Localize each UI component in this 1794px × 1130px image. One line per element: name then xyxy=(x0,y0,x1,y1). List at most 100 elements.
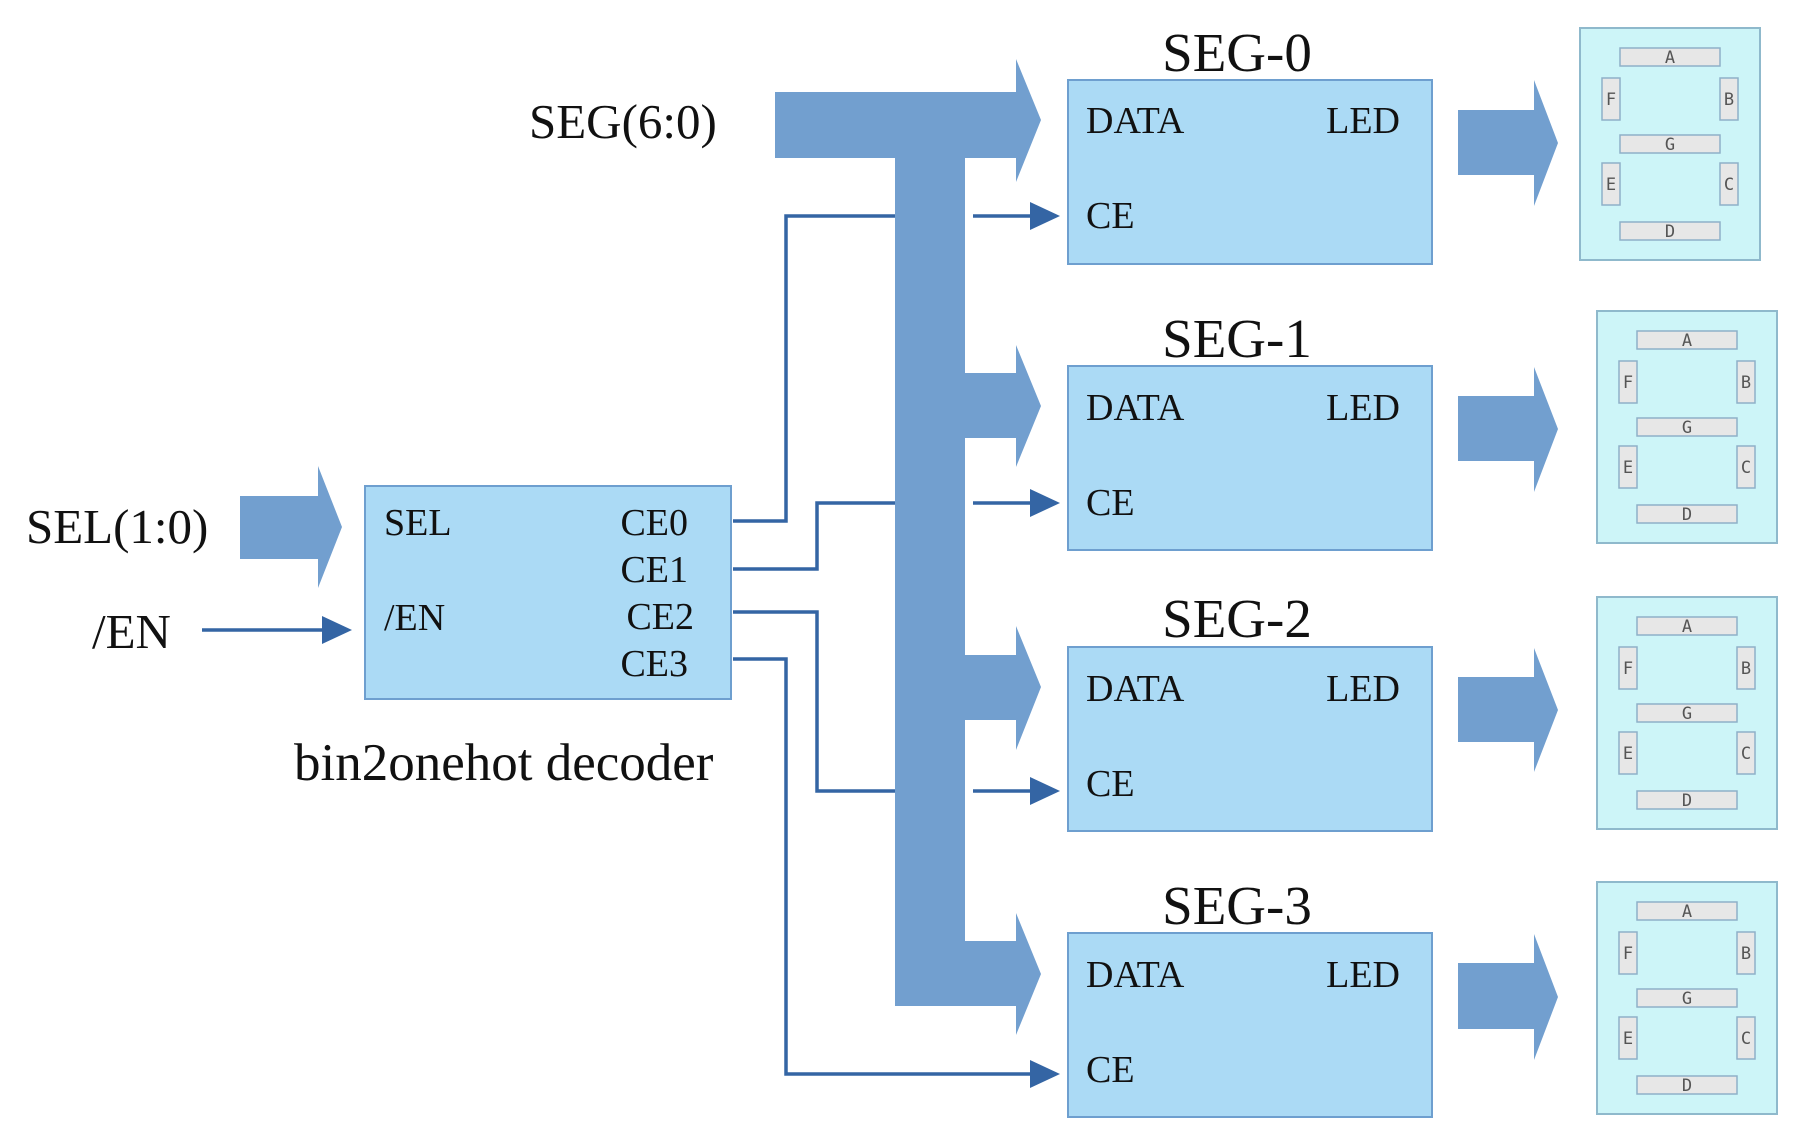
segment-title: SEG-0 xyxy=(1162,22,1312,83)
segment-label: A xyxy=(1682,902,1692,922)
segment-c xyxy=(1736,1016,1756,1060)
ce3-wire xyxy=(733,657,1036,1076)
segment-label: F xyxy=(1606,90,1616,110)
sel-bus-arrow xyxy=(240,466,342,588)
decoder-caption: bin2onehot decoder xyxy=(294,734,714,792)
segment-led-port: LED xyxy=(1326,668,1400,710)
segment-label: G xyxy=(1682,418,1692,438)
led-arrow-1 xyxy=(1458,367,1558,492)
seg-bus-main-arrow xyxy=(775,59,1041,182)
segment-e xyxy=(1618,731,1638,775)
segment-label: B xyxy=(1741,944,1751,964)
segment-d xyxy=(1636,1075,1738,1095)
seg-bus-branch-3 xyxy=(960,913,1041,1035)
segment-title: SEG-3 xyxy=(1162,875,1312,936)
segment-d xyxy=(1619,221,1721,241)
segment-label: D xyxy=(1665,222,1675,242)
enable-arrowhead xyxy=(322,616,352,644)
segment-ce-port: CE xyxy=(1086,482,1135,524)
decoder-block: SEL /EN CE0 CE1 CE2 CE3 xyxy=(364,485,732,700)
segment-e xyxy=(1618,445,1638,489)
segment-g xyxy=(1636,988,1738,1008)
segment-e xyxy=(1618,1016,1638,1060)
segment-g xyxy=(1636,417,1738,437)
segment-a xyxy=(1619,47,1721,67)
segment-data-port: DATA xyxy=(1086,387,1185,429)
seg-bus-trunk xyxy=(895,152,965,1006)
segment-ce-port: CE xyxy=(1086,1049,1135,1091)
segment-d xyxy=(1636,504,1738,524)
led-arrow-0 xyxy=(1458,80,1558,206)
seven-segment-display-0: A B C D E F G xyxy=(1579,27,1761,261)
segment-label: C xyxy=(1741,744,1751,764)
segment-label: F xyxy=(1623,944,1633,964)
segment-title: SEG-2 xyxy=(1162,588,1312,649)
segment-block-2: SEG-2 DATA LED CE xyxy=(1067,588,1433,832)
segment-e xyxy=(1601,162,1621,206)
segment-title: SEG-1 xyxy=(1162,308,1312,369)
decoder-sel-port: SEL xyxy=(384,502,452,544)
segment-data-port: DATA xyxy=(1086,954,1185,996)
decoder-ce1-port: CE1 xyxy=(620,549,688,591)
segment-a xyxy=(1636,330,1738,350)
segment-block-0: SEG-0 DATA LED CE xyxy=(1067,22,1433,265)
segment-label: A xyxy=(1682,331,1692,351)
segment-a xyxy=(1636,901,1738,921)
segment-label: D xyxy=(1682,505,1692,525)
segment-label: E xyxy=(1623,744,1633,764)
segment-label: E xyxy=(1606,175,1616,195)
ce0-arrowhead xyxy=(1030,202,1060,230)
segment-label: E xyxy=(1623,1029,1633,1049)
ce3-arrowhead xyxy=(1030,1060,1060,1088)
segment-label: F xyxy=(1623,659,1633,679)
segment-label: B xyxy=(1741,373,1751,393)
segment-f xyxy=(1618,646,1638,690)
ce1-arrowhead xyxy=(1030,489,1060,517)
segment-label: A xyxy=(1665,48,1675,68)
led-arrow-2 xyxy=(1458,648,1558,772)
decoder-ce2-port: CE2 xyxy=(626,596,694,638)
segment-label: A xyxy=(1682,617,1692,637)
segment-b xyxy=(1736,931,1756,975)
segment-block-1: SEG-1 DATA LED CE xyxy=(1067,308,1433,551)
decoder-ce0-port: CE0 xyxy=(620,502,688,544)
seg-bus-branch-1 xyxy=(960,345,1041,467)
segment-led-port: LED xyxy=(1326,100,1400,142)
segment-a xyxy=(1636,616,1738,636)
led-output-arrows xyxy=(1458,80,1558,1060)
segment-label: C xyxy=(1724,175,1734,195)
segment-label: C xyxy=(1741,458,1751,478)
segment-ce-port: CE xyxy=(1086,195,1135,237)
ce-wires xyxy=(733,202,1060,1088)
segment-data-port: DATA xyxy=(1086,668,1185,710)
segment-f xyxy=(1618,931,1638,975)
segment-label: D xyxy=(1682,1076,1692,1096)
seg-bus-branch-2 xyxy=(960,626,1041,750)
segment-c xyxy=(1736,445,1756,489)
segment-label: G xyxy=(1665,135,1675,155)
segment-label: D xyxy=(1682,791,1692,811)
segment-c xyxy=(1736,731,1756,775)
segment-led-port: LED xyxy=(1326,387,1400,429)
decoder-en-port: /EN xyxy=(384,597,445,639)
led-arrow-3 xyxy=(1458,934,1558,1060)
ce2-arrowhead xyxy=(1030,777,1060,805)
segment-b xyxy=(1719,77,1739,121)
ce2-wire xyxy=(733,610,895,793)
enable-label: /EN xyxy=(92,604,171,659)
segment-label: G xyxy=(1682,989,1692,1009)
segment-block-3: SEG-3 DATA LED CE xyxy=(1067,875,1433,1118)
segment-f xyxy=(1618,360,1638,404)
decoder-ce3-port: CE3 xyxy=(620,643,688,685)
segment-label: B xyxy=(1741,659,1751,679)
segment-label: F xyxy=(1623,373,1633,393)
segment-label: E xyxy=(1623,458,1633,478)
segment-b xyxy=(1736,646,1756,690)
segment-ce-port: CE xyxy=(1086,763,1135,805)
seg-bus-label: SEG(6:0) xyxy=(529,94,717,149)
segment-b xyxy=(1736,360,1756,404)
segment-c xyxy=(1719,162,1739,206)
segment-label: B xyxy=(1724,90,1734,110)
